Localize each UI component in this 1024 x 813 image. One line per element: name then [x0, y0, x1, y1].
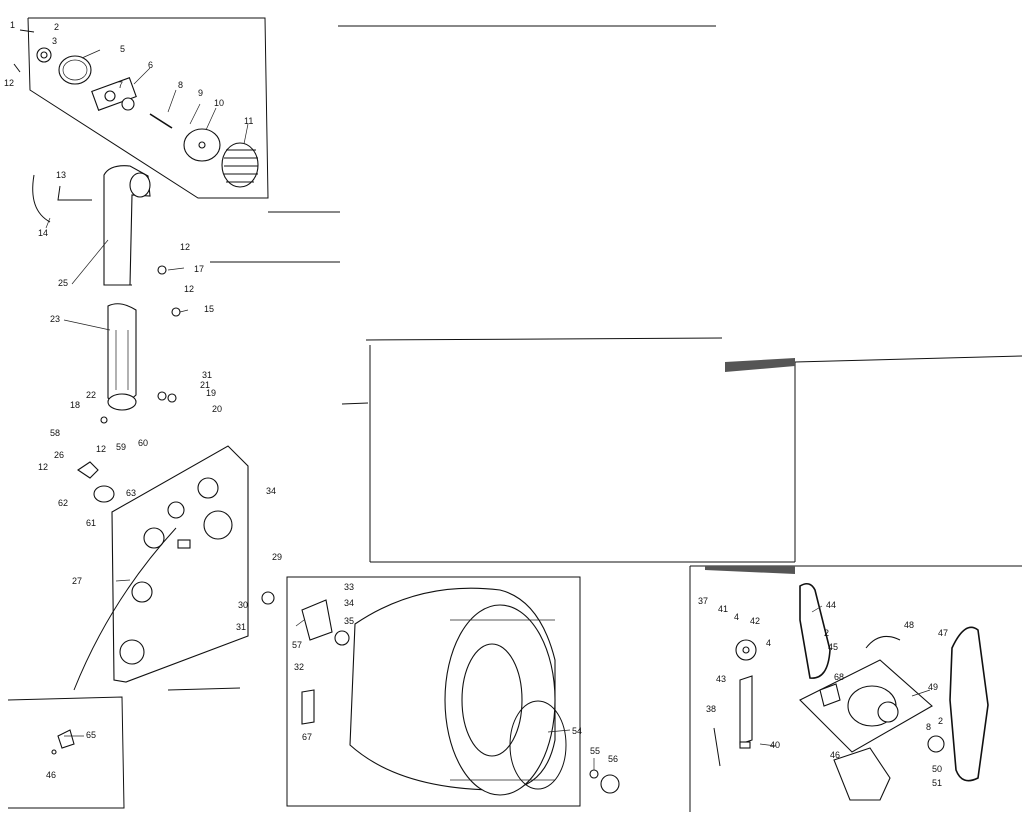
callout-55: 55: [590, 746, 600, 756]
callout-1: 1: [10, 20, 15, 30]
callout-13: 13: [56, 170, 66, 180]
callout-19: 19: [206, 388, 216, 398]
blower-wheel: [221, 142, 259, 188]
blower-assembly: [13, 29, 259, 188]
motor-assembly: [713, 582, 989, 801]
callout-25: 25: [58, 278, 68, 288]
callout-54: 54: [572, 726, 582, 736]
callout-67: 67: [302, 732, 312, 742]
callout-27: 27: [72, 576, 82, 586]
callout-2: 2: [824, 628, 829, 638]
callout-29: 29: [272, 552, 282, 562]
callout-26: 26: [54, 450, 64, 460]
callout-65: 65: [86, 730, 96, 740]
callout-61: 61: [86, 518, 96, 528]
callout-8: 8: [178, 80, 183, 90]
callout-labels: 1 2 3 5 6 7 8 9 10 11 12 13 14 25 12 17 …: [4, 20, 948, 788]
callout-4: 4: [734, 612, 739, 622]
callout-8: 8: [926, 722, 931, 732]
callout-43: 43: [716, 674, 726, 684]
callout-46: 46: [830, 750, 840, 760]
callout-68: 68: [834, 672, 844, 682]
callout-15: 15: [204, 304, 214, 314]
callout-34: 34: [344, 598, 354, 608]
callout-58: 58: [50, 428, 60, 438]
callout-34: 34: [266, 486, 276, 496]
callout-42: 42: [750, 616, 760, 626]
callout-32: 32: [294, 662, 304, 672]
callout-2: 2: [54, 22, 59, 32]
callout-9: 9: [198, 88, 203, 98]
callout-17: 17: [194, 264, 204, 274]
callout-33: 33: [344, 582, 354, 592]
lint-duct: [100, 265, 181, 424]
drum-assembly: [301, 587, 620, 796]
callout-2: 2: [938, 716, 943, 726]
callout-14: 14: [38, 228, 48, 238]
callout-56: 56: [608, 754, 618, 764]
inset-bracket: [51, 729, 75, 755]
callout-63: 63: [126, 488, 136, 498]
callout-6: 6: [148, 60, 153, 70]
callout-50: 50: [932, 764, 942, 774]
callout-37: 37: [698, 596, 708, 606]
callout-5: 5: [120, 44, 125, 54]
callout-35: 35: [344, 616, 354, 626]
callout-12: 12: [38, 462, 48, 472]
callout-60: 60: [138, 438, 148, 448]
callout-12: 12: [4, 78, 14, 88]
callout-20: 20: [212, 404, 222, 414]
callout-18: 18: [70, 400, 80, 410]
callout-7: 7: [118, 80, 123, 90]
callout-44: 44: [826, 600, 836, 610]
callout-40: 40: [770, 740, 780, 750]
callout-21: 21: [200, 380, 210, 390]
frame-lines: [7, 17, 1023, 812]
leader-lines: [45, 49, 931, 770]
callout-10: 10: [214, 98, 224, 108]
callout-12: 12: [180, 242, 190, 252]
callout-62: 62: [58, 498, 68, 508]
callout-48: 48: [904, 620, 914, 630]
callout-59: 59: [116, 442, 126, 452]
callout-45: 45: [828, 642, 838, 652]
callout-22: 22: [86, 390, 96, 400]
callout-31: 31: [236, 622, 246, 632]
callout-23: 23: [50, 314, 60, 324]
callout-12: 12: [96, 444, 106, 454]
callout-11: 11: [244, 116, 253, 126]
callout-47: 47: [938, 628, 948, 638]
front-bulkhead: [73, 445, 275, 691]
callout-31: 31: [202, 370, 212, 380]
exhaust-duct: [32, 165, 151, 286]
callout-30: 30: [238, 600, 248, 610]
callout-49: 49: [928, 682, 938, 692]
callout-38: 38: [706, 704, 716, 714]
callout-3: 3: [52, 36, 57, 46]
callout-12: 12: [184, 284, 194, 294]
callout-57: 57: [292, 640, 302, 650]
callout-4: 4: [766, 638, 771, 648]
callout-51: 51: [932, 778, 942, 788]
callout-41: 41: [718, 604, 728, 614]
callout-46: 46: [46, 770, 56, 780]
